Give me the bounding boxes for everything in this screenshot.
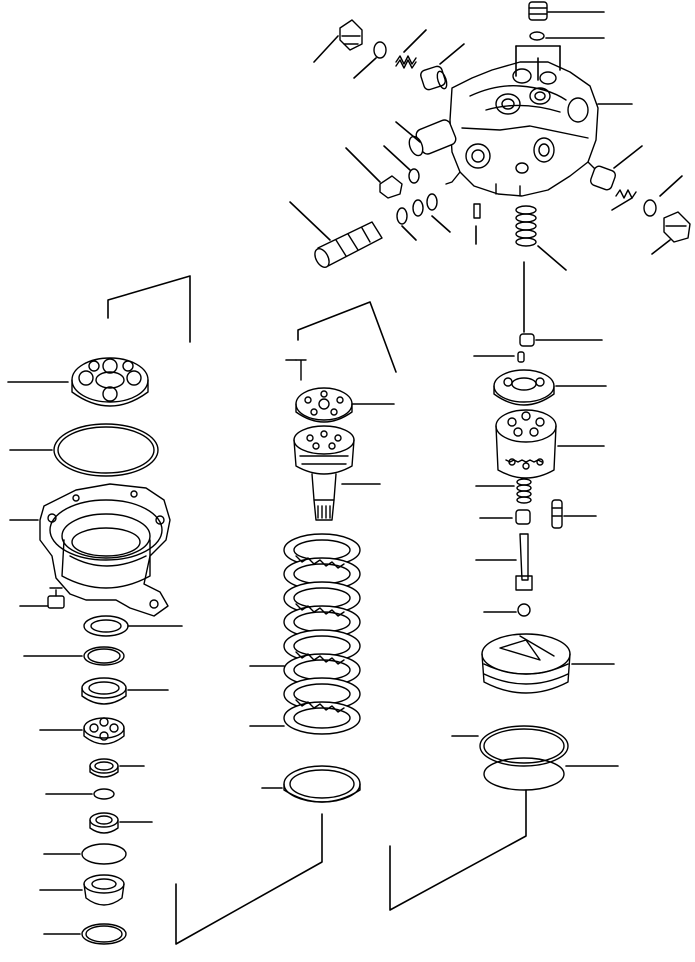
- center-pin-long: [515, 533, 533, 591]
- roller-bearing-large: [71, 357, 149, 407]
- brake-disc-stack: [283, 533, 361, 735]
- valve-leader-lines: [289, 11, 683, 271]
- top-o-ring: [529, 31, 545, 41]
- small-pin-right: [517, 351, 525, 363]
- long-spool: [314, 221, 383, 268]
- o-ring-a: [396, 207, 408, 225]
- piston-small: [551, 499, 563, 529]
- center-bottom-bracket: [175, 813, 323, 945]
- large-o-ring: [53, 423, 159, 477]
- snap-ring-left-inner: [85, 925, 123, 943]
- small-roller-bearing: [83, 717, 125, 745]
- o-ring-c: [426, 193, 438, 211]
- right-o-ring: [643, 199, 657, 217]
- left-plug-small: [379, 175, 403, 199]
- top-plug: [528, 1, 548, 21]
- snap-ring-right: [483, 757, 565, 791]
- snap-ring-left: [81, 923, 127, 945]
- side-spool: [408, 119, 457, 157]
- large-ring-right-inner: [483, 728, 565, 764]
- small-plug-top: [519, 333, 535, 347]
- bearing-race: [81, 677, 127, 705]
- right-column-parts: [389, 333, 571, 911]
- spacer: [515, 509, 531, 525]
- large-o-ring-inner: [57, 426, 155, 474]
- right-sleeve: [589, 165, 617, 191]
- left-leader-lines: [7, 381, 183, 935]
- small-spring-left: [395, 55, 417, 69]
- thrust-plate: [283, 765, 361, 803]
- o-ring-left-2: [81, 843, 127, 865]
- ball-pin: [517, 603, 531, 617]
- o-ring-b: [412, 199, 424, 217]
- retainer-plate: [295, 387, 353, 423]
- large-ring-right: [479, 725, 569, 767]
- end-cap-left: [83, 874, 125, 906]
- center-top-bracket: [297, 301, 397, 373]
- right-plug: [663, 211, 691, 243]
- o-ring-left-1: [83, 646, 125, 666]
- small-spring-right: [615, 189, 637, 199]
- snap-ring-small: [93, 788, 115, 800]
- cylinder-block: [495, 409, 557, 479]
- dowel-pin: [473, 203, 481, 219]
- drive-shaft: [293, 425, 355, 521]
- valve-plate: [493, 369, 555, 406]
- small-screw: [295, 359, 307, 381]
- center-column-parts: [175, 301, 397, 945]
- valve-block-assembly: [314, 1, 691, 268]
- motor-end-cover: [481, 633, 571, 694]
- upper-left-plug: [339, 19, 363, 51]
- center-leader-lines: [249, 359, 395, 789]
- upper-left-o-ring: [373, 41, 387, 59]
- o-ring-left-1-inner: [87, 648, 121, 664]
- right-leader-lines: [451, 261, 619, 767]
- cylinder-spring: [516, 478, 532, 504]
- coil-spring-under-block: [515, 205, 537, 247]
- needle-bearing: [89, 812, 119, 834]
- shim-ring-1-inner: [90, 619, 122, 633]
- small-collar: [89, 758, 119, 778]
- left-o-ring-small: [408, 168, 420, 184]
- right-bottom-bracket: [389, 789, 527, 911]
- housing-bolt: [47, 587, 65, 609]
- left-column-parts: [39, 275, 191, 945]
- left-group-bracket: [107, 275, 191, 343]
- valve-block-housing: [445, 61, 599, 197]
- motor-housing-flange: [39, 483, 171, 617]
- small-sleeve: [420, 65, 448, 91]
